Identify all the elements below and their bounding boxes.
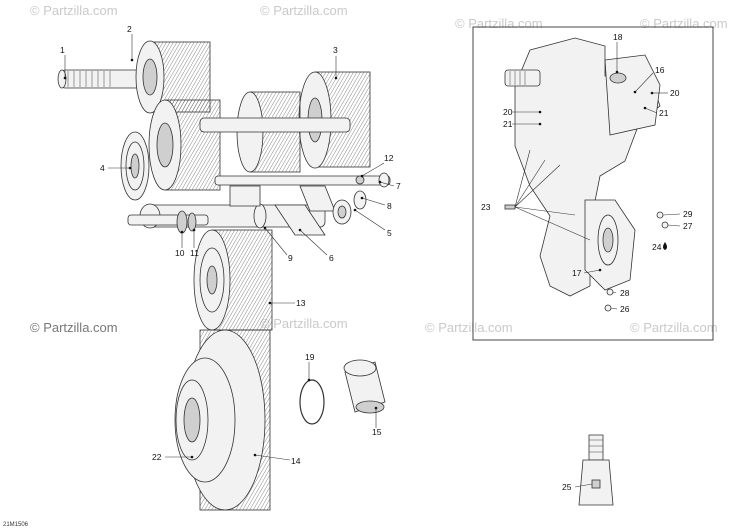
callout-22: 22 bbox=[152, 452, 162, 462]
housing-panel bbox=[472, 26, 714, 341]
callout-7: 7 bbox=[396, 181, 401, 191]
gear-cluster bbox=[148, 99, 221, 191]
watermark-text: © Partzilla.com bbox=[630, 320, 718, 335]
callout-20: 20 bbox=[670, 88, 680, 98]
callout-13: 13 bbox=[296, 298, 306, 308]
callout-6: 6 bbox=[329, 253, 334, 263]
diagram-code: 21M1506 bbox=[3, 522, 29, 528]
callout-8: 8 bbox=[387, 201, 392, 211]
callout-25: 25 bbox=[562, 482, 572, 492]
callout-24: 24 bbox=[652, 242, 662, 252]
watermark-text: © Partzilla.com bbox=[640, 16, 728, 31]
sleeve-15 bbox=[343, 359, 386, 414]
callout-15: 15 bbox=[372, 427, 382, 437]
callout-26: 26 bbox=[620, 304, 630, 314]
watermark-text: © Partzilla.com bbox=[30, 3, 118, 18]
gear-13 bbox=[193, 229, 273, 331]
callout-19: 19 bbox=[305, 352, 315, 362]
bearing-5 bbox=[332, 190, 367, 225]
watermark-text: © Partzilla.com bbox=[260, 316, 348, 331]
callout-27: 27 bbox=[683, 221, 693, 231]
leaders-left bbox=[63, 34, 395, 461]
bolt-23 bbox=[504, 149, 591, 241]
gear-14 bbox=[174, 329, 271, 511]
leaders-right bbox=[512, 42, 681, 310]
callout-18: 18 bbox=[613, 32, 623, 42]
callout-4: 4 bbox=[100, 163, 105, 173]
callout-11: 11 bbox=[190, 248, 199, 258]
callout-9: 9 bbox=[288, 253, 293, 263]
callout-23: 23 bbox=[481, 202, 491, 212]
shift-shaft bbox=[214, 172, 391, 188]
gear-assembly bbox=[57, 40, 391, 511]
oil-drop-icon bbox=[663, 242, 667, 250]
callout-1: 1 bbox=[60, 45, 65, 55]
callout-28: 28 bbox=[620, 288, 630, 298]
callout-21: 21 bbox=[659, 108, 669, 118]
main-shaft bbox=[199, 117, 351, 133]
callout-21: 21 bbox=[503, 119, 513, 129]
gearbox-housing bbox=[504, 37, 661, 297]
callout-17: 17 bbox=[572, 268, 582, 278]
callout-10: 10 bbox=[175, 248, 185, 258]
callout-5: 5 bbox=[387, 228, 392, 238]
callout-14: 14 bbox=[291, 456, 301, 466]
watermark-text: © Partzilla.com bbox=[425, 320, 513, 335]
input-shaft bbox=[57, 69, 153, 89]
callout-29: 29 bbox=[683, 209, 693, 219]
callout-20: 20 bbox=[503, 107, 513, 117]
lubricant-bottle bbox=[574, 434, 614, 506]
callout-3: 3 bbox=[333, 45, 338, 55]
watermark-text: © Partzilla.com bbox=[30, 320, 118, 335]
watermark-text: © Partzilla.com bbox=[455, 16, 543, 31]
small-parts bbox=[604, 211, 669, 312]
callout-12: 12 bbox=[384, 153, 394, 163]
selector-drum bbox=[139, 185, 336, 236]
watermark-text: © Partzilla.com bbox=[260, 3, 348, 18]
ring-19 bbox=[299, 379, 325, 425]
callout-16: 16 bbox=[655, 65, 665, 75]
callout-labels: 1 2 3 4 5 6 7 8 9 10 11 12 13 14 15 16 1… bbox=[60, 24, 693, 492]
callout-2: 2 bbox=[127, 24, 132, 34]
drum-shaft bbox=[127, 210, 209, 234]
bearing-4 bbox=[120, 131, 150, 201]
housing-frame bbox=[472, 26, 714, 341]
